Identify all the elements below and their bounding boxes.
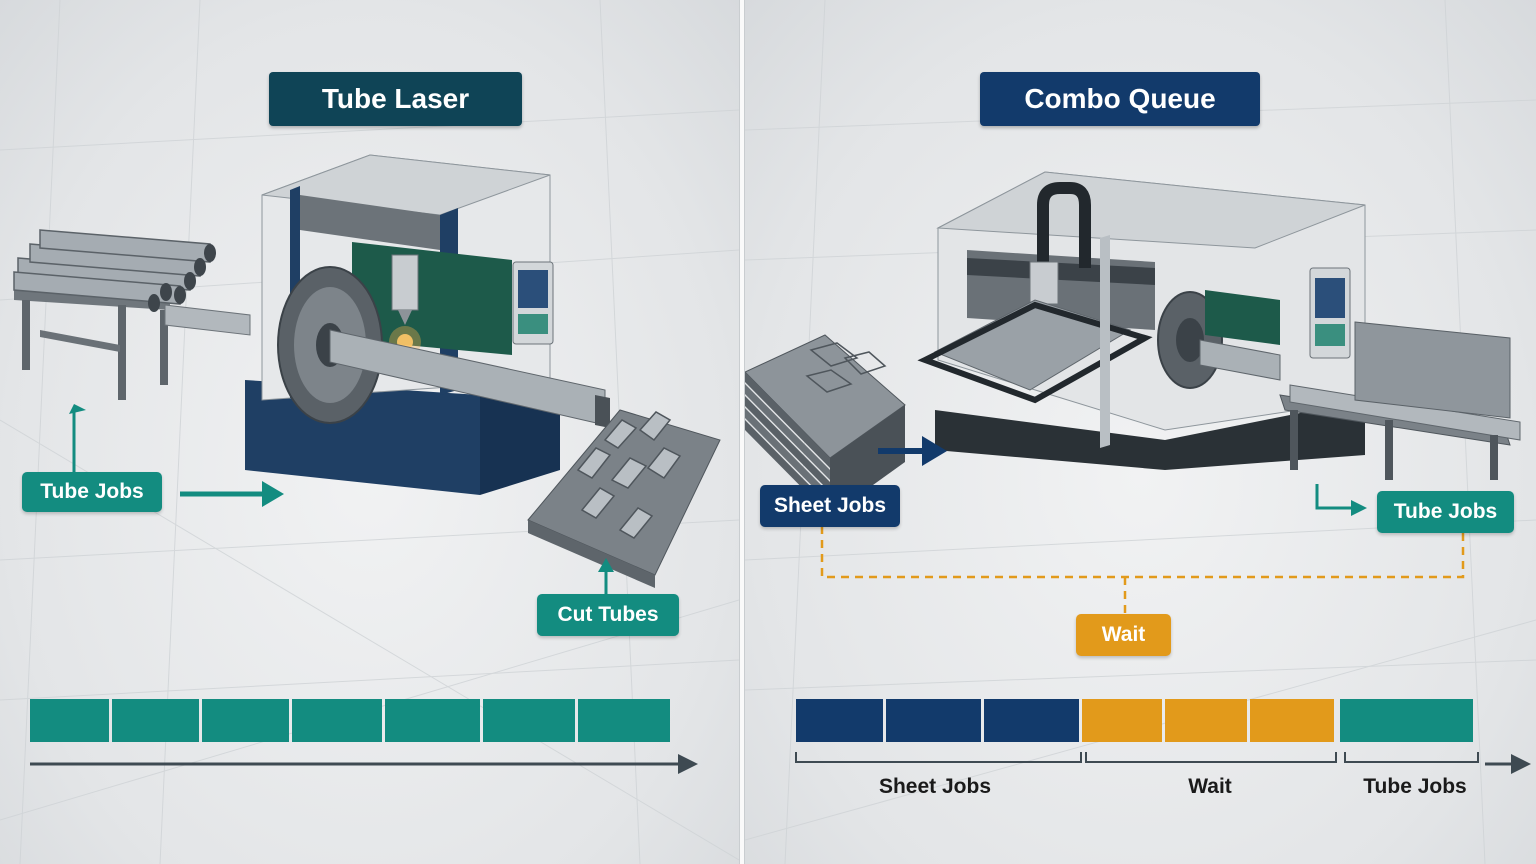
panel-divider [739, 0, 745, 864]
tube-laser-machine [245, 154, 610, 495]
right-timeline [796, 699, 1473, 742]
timeline-segment-sheet [796, 699, 883, 742]
tube-jobs-arrow [1315, 484, 1353, 510]
left-timeline-arrowhead [678, 754, 698, 774]
tube-laser-title: Tube Laser [269, 72, 522, 126]
timeline-segment-wait [1165, 699, 1247, 742]
cut-tubes-tag: Cut Tubes [537, 594, 679, 636]
tube-laser-scene [13, 154, 721, 774]
combo-queue-scene [745, 171, 1531, 774]
tube-laser-panel: Tube Laser [0, 0, 739, 864]
tube-rack [13, 229, 216, 400]
timeline-label-tube-jobs: Tube Jobs [1363, 775, 1467, 798]
timeline-segment-tube [385, 699, 480, 742]
combo-queue-panel: Combo Queue [745, 0, 1536, 864]
timeline-segment-wait [1250, 699, 1334, 742]
timeline-segment-tube [30, 699, 109, 742]
tube-jobs-tag: Tube Jobs [22, 472, 162, 512]
sheet-stack [745, 334, 906, 516]
wait-tag: Wait [1076, 614, 1171, 656]
combo-machine [917, 171, 1521, 480]
timeline-segment-tube [578, 699, 670, 742]
timeline-segment-wait [1082, 699, 1162, 742]
timeline-segment-sheet [886, 699, 981, 742]
right-timeline-arrowhead [1511, 754, 1531, 774]
timeline-segment-tube [483, 699, 575, 742]
combo-queue-title: Combo Queue [980, 72, 1260, 126]
sheet-jobs-tag: Sheet Jobs [760, 485, 900, 527]
timeline-segment-sheet [984, 699, 1079, 742]
timeline-segment-tube [292, 699, 382, 742]
timeline-label-wait: Wait [1188, 775, 1232, 798]
timeline-brackets [795, 752, 1479, 763]
wait-connector [820, 526, 1465, 614]
timeline-segment-tube [1340, 699, 1473, 742]
left-timeline [30, 699, 670, 742]
timeline-segment-tube [112, 699, 199, 742]
tube-jobs-tag: Tube Jobs [1377, 491, 1514, 533]
cut-tubes-tray [527, 409, 721, 588]
timeline-label-sheet-jobs: Sheet Jobs [878, 775, 992, 798]
timeline-segment-tube [202, 699, 289, 742]
